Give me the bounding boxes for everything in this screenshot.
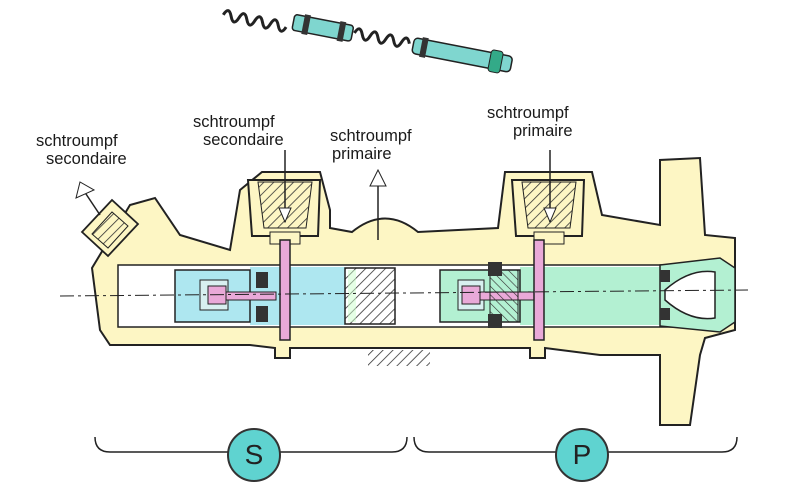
primary-outlet-arrow — [369, 168, 387, 240]
label-secondary-inlet: schtroumpf secondaire — [193, 113, 284, 149]
primary-chamber-fluid — [520, 267, 670, 325]
secondary-outlet-fitting — [75, 181, 140, 258]
spring-middle — [353, 27, 411, 48]
primary-piston — [439, 262, 541, 328]
mounting-hatch — [368, 350, 430, 366]
secondary-circuit-marker: S — [227, 428, 281, 482]
spring-rear — [222, 9, 288, 33]
primary-inlet-fitting — [510, 150, 586, 341]
secondary-piston — [174, 269, 277, 323]
label-primary-inlet: schtroumpf primaire — [487, 104, 573, 140]
primary-piston-part — [411, 37, 513, 73]
label-secondary-outlet: schtroumpf secondaire — [36, 132, 127, 168]
primary-circuit-marker: P — [555, 428, 609, 482]
label-primary-outlet: schtroumpf primaire — [330, 127, 412, 163]
secondary-inlet-fitting — [246, 150, 322, 341]
exploded-piston-assembly — [222, 9, 513, 74]
axis-line — [59, 289, 749, 297]
